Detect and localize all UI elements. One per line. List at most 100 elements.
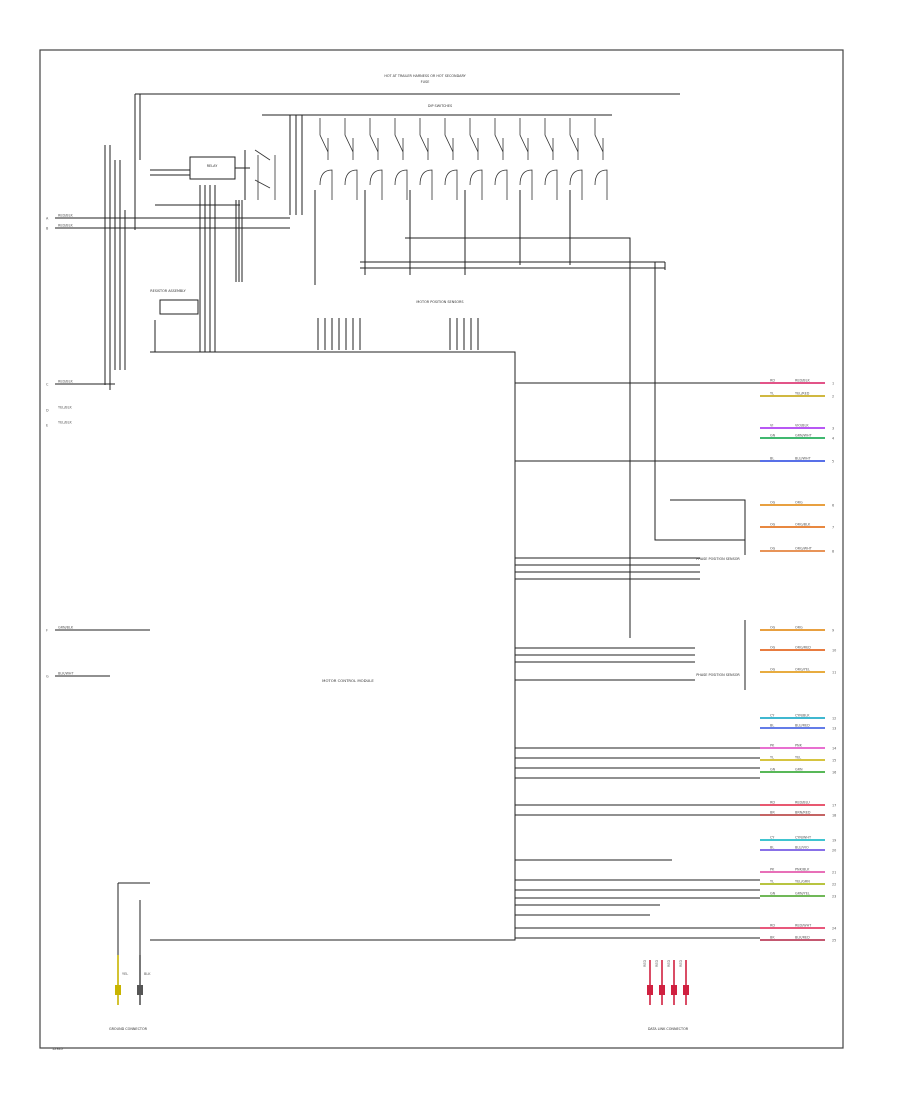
pin-number: 9: [832, 629, 834, 633]
pin-number: 21: [832, 871, 836, 875]
switch-block: [262, 114, 612, 215]
data-pin-label: RED: [643, 960, 647, 967]
wire-code: YL: [770, 756, 774, 760]
wire-label: ORG/RED: [795, 646, 811, 650]
wire-code: PK: [770, 868, 775, 872]
svg-text:PHASE POSITION SENSOR: PHASE POSITION SENSOR: [696, 673, 740, 677]
wire-code: CY: [770, 836, 775, 840]
wire-label: CYN/BLK: [795, 714, 810, 718]
wire-label: YEL/RED: [795, 392, 810, 396]
sensor-header-label: MOTOR POSITION SENSORS: [416, 300, 463, 304]
dip-switch-6: [444, 118, 458, 200]
left-wire-pin: A: [46, 217, 49, 221]
switch-output-bus: [314, 190, 745, 638]
svg-text:PHASE POSITION SENSOR: PHASE POSITION SENSOR: [696, 557, 740, 561]
ground-pin-label: BLK: [144, 972, 151, 976]
wire-label: BLU/WHT: [795, 457, 812, 461]
wire-label: ORG/YEL: [795, 668, 810, 672]
connector-pin-22: YL YEL/GRN 22: [760, 880, 836, 887]
left-wire-label: RED/BLK: [58, 380, 73, 384]
wire-code: GN: [770, 434, 776, 438]
resistor-lead: [154, 320, 200, 353]
dip-switch-2: [344, 118, 358, 200]
dip-switch-9: [519, 118, 533, 200]
ground-pin-1: YEL: [115, 955, 128, 1005]
left-wire-pin: E: [46, 424, 48, 428]
pin-number: 1: [832, 382, 834, 386]
wire-label: GRN/YEL: [795, 892, 810, 896]
wire-code: GN: [770, 892, 776, 896]
motor-control-module: [150, 351, 516, 941]
pin-number: 2: [832, 395, 834, 399]
left-wire-4: D YEL/BLK: [46, 406, 72, 413]
pin-number: 20: [832, 849, 836, 853]
wire-code: OG: [770, 668, 776, 672]
left-wire-label: RED/BLK: [58, 224, 73, 228]
wire-label: RED/WHT: [795, 924, 812, 928]
left-wire-pin: D: [46, 409, 49, 413]
diagram-frame: [39, 49, 844, 1049]
pin-number: 23: [832, 895, 836, 899]
connector-pin-23: GN GRN/YEL 23: [760, 892, 836, 899]
sensor-header-pins: [317, 318, 479, 350]
wire-code: OG: [770, 523, 776, 527]
data-pin-label: RED: [667, 960, 671, 967]
wire-label: BRN/RED: [795, 811, 811, 815]
wire-code: BL: [770, 846, 774, 850]
module-output-runs: [150, 382, 760, 941]
wire-code: YL: [770, 392, 774, 396]
wire-code: BR: [770, 811, 775, 815]
left-wire-label: RED/BLK: [58, 214, 73, 218]
left-wire-label: GRN/BLK: [58, 626, 74, 630]
phase-sensor-upper: PHASE POSITION SENSOR: [696, 557, 740, 561]
wire-code: VI: [770, 424, 773, 428]
pin-number: 17: [832, 804, 836, 808]
wire-label: ORG/WHT: [795, 547, 813, 551]
wire-code: BK: [770, 936, 775, 940]
pin-number: 8: [832, 550, 834, 554]
wire-label: GRN/WHT: [795, 434, 813, 438]
wire-label: RED/BLK: [795, 379, 810, 383]
wire-label: BLK/RED: [795, 936, 810, 940]
wire-label: BLU/RED: [795, 724, 810, 728]
pin-number: 24: [832, 927, 836, 931]
data-pin-label: RED: [679, 960, 683, 967]
dip-switch-3: [369, 118, 383, 200]
pin-number: 4: [832, 437, 834, 441]
pin-number: 14: [832, 747, 836, 751]
wire-label: ORG/BLK: [795, 523, 811, 527]
left-wire-pin: B: [46, 227, 49, 231]
wire-code: YL: [770, 880, 774, 884]
wire-label: PNK: [795, 744, 803, 748]
wire-label: YEL/GRN: [795, 880, 810, 884]
wire-code: RD: [770, 379, 775, 383]
relay-box: [189, 156, 236, 180]
module-label: MOTOR CONTROL MODULE: [322, 678, 374, 683]
data-pin-label: RED: [655, 960, 659, 967]
connector-pin-1: RD RED/BLK 1: [760, 379, 834, 386]
wire-code: RD: [770, 801, 775, 805]
wire-code: OG: [770, 626, 776, 630]
ground-pin-label: YEL: [122, 972, 128, 976]
left-wire-label: YEL/BLK: [58, 421, 72, 425]
dip-switch-5: [419, 118, 433, 200]
wire-label: VIO/BLK: [795, 424, 809, 428]
header-title-line2: FUSE: [421, 80, 430, 84]
wire-label: CYN/WHT: [795, 836, 812, 840]
wire-code: RD: [770, 924, 775, 928]
left-wire-label: YEL/BLK: [58, 406, 72, 410]
wire-code: GN: [770, 768, 776, 772]
pin-number: 22: [832, 883, 836, 887]
